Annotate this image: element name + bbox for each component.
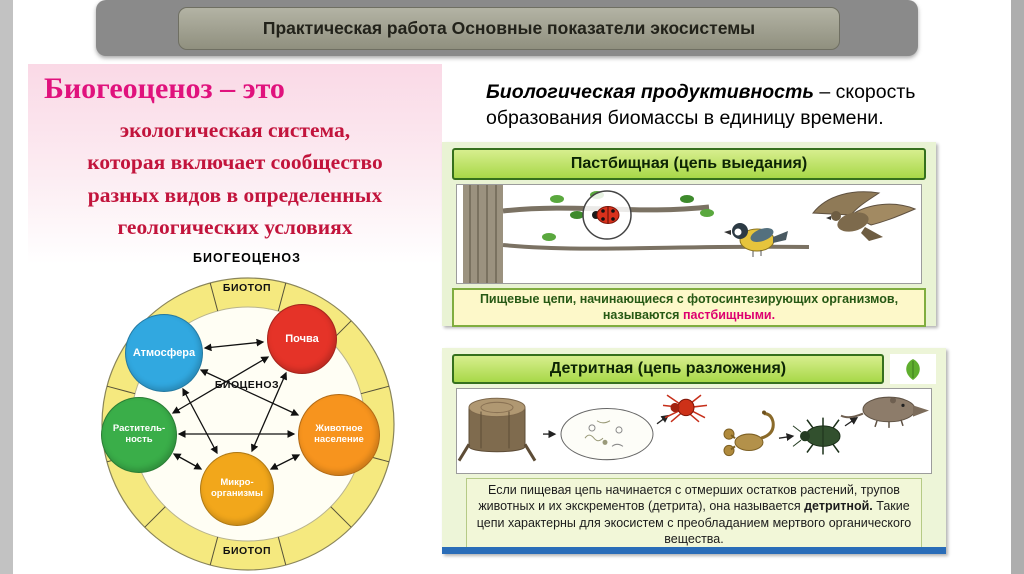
bird-illustration [724,223,788,257]
stump-illustration [457,397,537,462]
leaf-icon-box [890,354,936,384]
biotop-top-label: БИОТОП [222,282,272,294]
shrew-illustration [840,396,929,428]
leaf-icon [906,359,920,380]
detrital-chain-graphic [457,389,931,473]
detrital-caption-text-1: Если пищевая цепь начинается с отмерших … [478,483,900,514]
grazing-chain-illustration [456,184,922,284]
detrital-chain-caption: Если пищевая цепь начинается с отмерших … [466,478,922,551]
biotop-bottom-label: БИОТОП [222,545,272,557]
grazing-chain-header: Пастбищная (цепь выедания) [452,148,926,180]
detrital-chain-panel: Детритная (цепь разложения) [442,348,946,554]
hawk-illustration [812,191,917,241]
detrital-term: детритной. [804,499,873,514]
biocenoz-label: БИОЦЕНОЗ [214,379,280,391]
productivity-text-2: образования биомассы в единицу времени. [486,106,884,129]
grazing-chain-panel: Пастбищная (цепь выедания) [442,142,936,328]
detrital-header-row: Детритная (цепь разложения) [452,354,936,384]
biogeocenosis-definition: экологическая система, которая включает … [30,114,440,243]
grazing-term-highlight: пастбищными. [682,307,776,322]
definition-line: геологических условиях [117,214,353,239]
slide-title: Практическая работа Основные показатели … [178,7,840,50]
biogeocenosis-diagram: БИОГЕОЦЕНОЗ [48,250,446,572]
node-plants: Раститель- ность [101,397,177,473]
detrital-chain-illustration [456,388,932,474]
ladybug-illustration [582,190,632,240]
tree-illustration [463,185,810,283]
microorganisms-illustration [560,407,654,461]
biogeocenosis-heading: Биогеоценоз – это [44,72,285,105]
node-soil: Почва [267,304,337,374]
detrital-caption-text-2: Такие цепи характерны для экосистем с пр… [476,499,912,546]
beetle-illustration [792,417,841,455]
diagram-arrows [171,338,301,470]
definition-background [28,64,442,264]
left-edge-strip [0,0,13,574]
grazing-chain-graphic [457,185,921,283]
node-atmosphere: Атмосфера [125,314,203,392]
grazing-caption-text: Пищевые цепи, начинающиеся с фотосинтези… [479,292,899,322]
detrital-chain-header: Детритная (цепь разложения) [452,354,884,384]
productivity-text-1: – скорость [813,81,916,103]
bottom-accent-bar [442,547,946,554]
productivity-definition: Биологическая продуктивность – скорость … [486,80,980,131]
definition-line: экологическая система, [119,118,351,142]
spider-illustration [662,394,708,423]
right-edge-strip [1011,0,1024,574]
node-animals: Животное население [298,394,380,476]
diagram-title: БИОГЕОЦЕНОЗ [193,251,301,265]
definition-line: разных видов в определенных [87,182,383,207]
scorpion-illustration [723,410,775,457]
definition-line: которая включает сообщество [87,150,383,175]
node-microorganisms: Микро- организмы [200,452,274,526]
productivity-term: Биологическая продуктивность [486,81,814,103]
grazing-chain-caption: Пищевые цепи, начинающиеся с фотосинтези… [452,288,926,328]
